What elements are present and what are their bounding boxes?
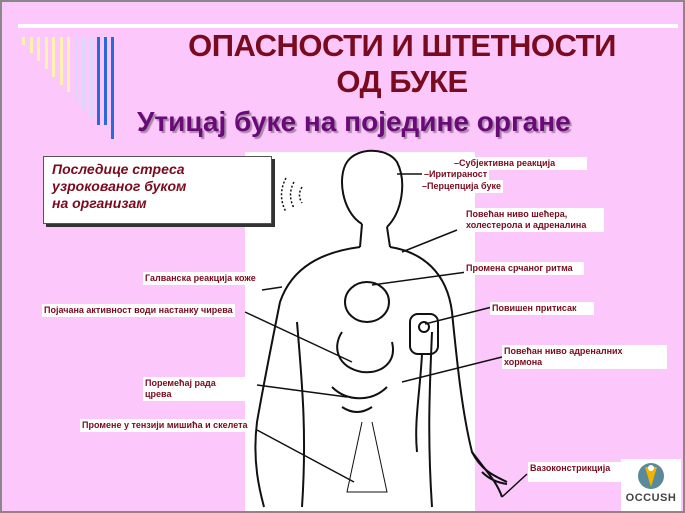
label-line: холестерола и адреналина (466, 220, 587, 230)
label-intestine: Поремећај рада црева (143, 377, 245, 401)
label-line: црева (145, 389, 172, 399)
label-line: Поремећај рада (145, 378, 216, 388)
callout-line: Последице стреса (52, 161, 185, 177)
label-subjective: –Субјективна реакција (452, 157, 587, 170)
callout-line: на организам (52, 195, 147, 211)
logo-text: OCCUSH (625, 492, 677, 504)
divider-line (18, 24, 678, 28)
logo-mark-icon (638, 463, 664, 489)
callout-box: Последице стреса узрокованог буком на ор… (43, 156, 272, 224)
label-skin: Галванска реакција коже (143, 272, 256, 285)
body-illustration (245, 152, 475, 511)
label-heart: Промена срчаног ритма (464, 262, 584, 275)
label-hormones: Повећан ниво адреналних хормона (502, 345, 667, 369)
label-line: хормона (504, 357, 543, 367)
label-pressure: Повишен притисак (490, 302, 594, 315)
label-sugar: Повећан ниво шећера, холестерола и адрен… (464, 208, 604, 232)
title-line-2: ОД БУКЕ (336, 64, 468, 99)
title-line-1: ОПАСНОСТИ И ШТЕТНОСТИ (188, 28, 616, 63)
label-vasoconstriction: Вазоконстрикција (528, 462, 622, 482)
callout-line: узрокованог буком (52, 178, 187, 194)
slide-title: ОПАСНОСТИ И ШТЕТНОСТИ ОД БУКЕ (142, 28, 662, 100)
label-perception: –Перцепција буке (420, 180, 503, 193)
label-muscle: Промене у тензији мишића и скелета (80, 419, 250, 432)
slide-subtitle: Утицај буке на поједине органе (137, 106, 571, 137)
label-line: Повећан ниво адреналних (504, 346, 623, 356)
label-line: Повећан ниво шећера, (466, 209, 568, 219)
label-ulcer: Појачана активност води настанку чирева (42, 304, 235, 317)
occush-logo: OCCUSH (621, 459, 681, 511)
label-irritation: –Иритираност (422, 168, 490, 181)
